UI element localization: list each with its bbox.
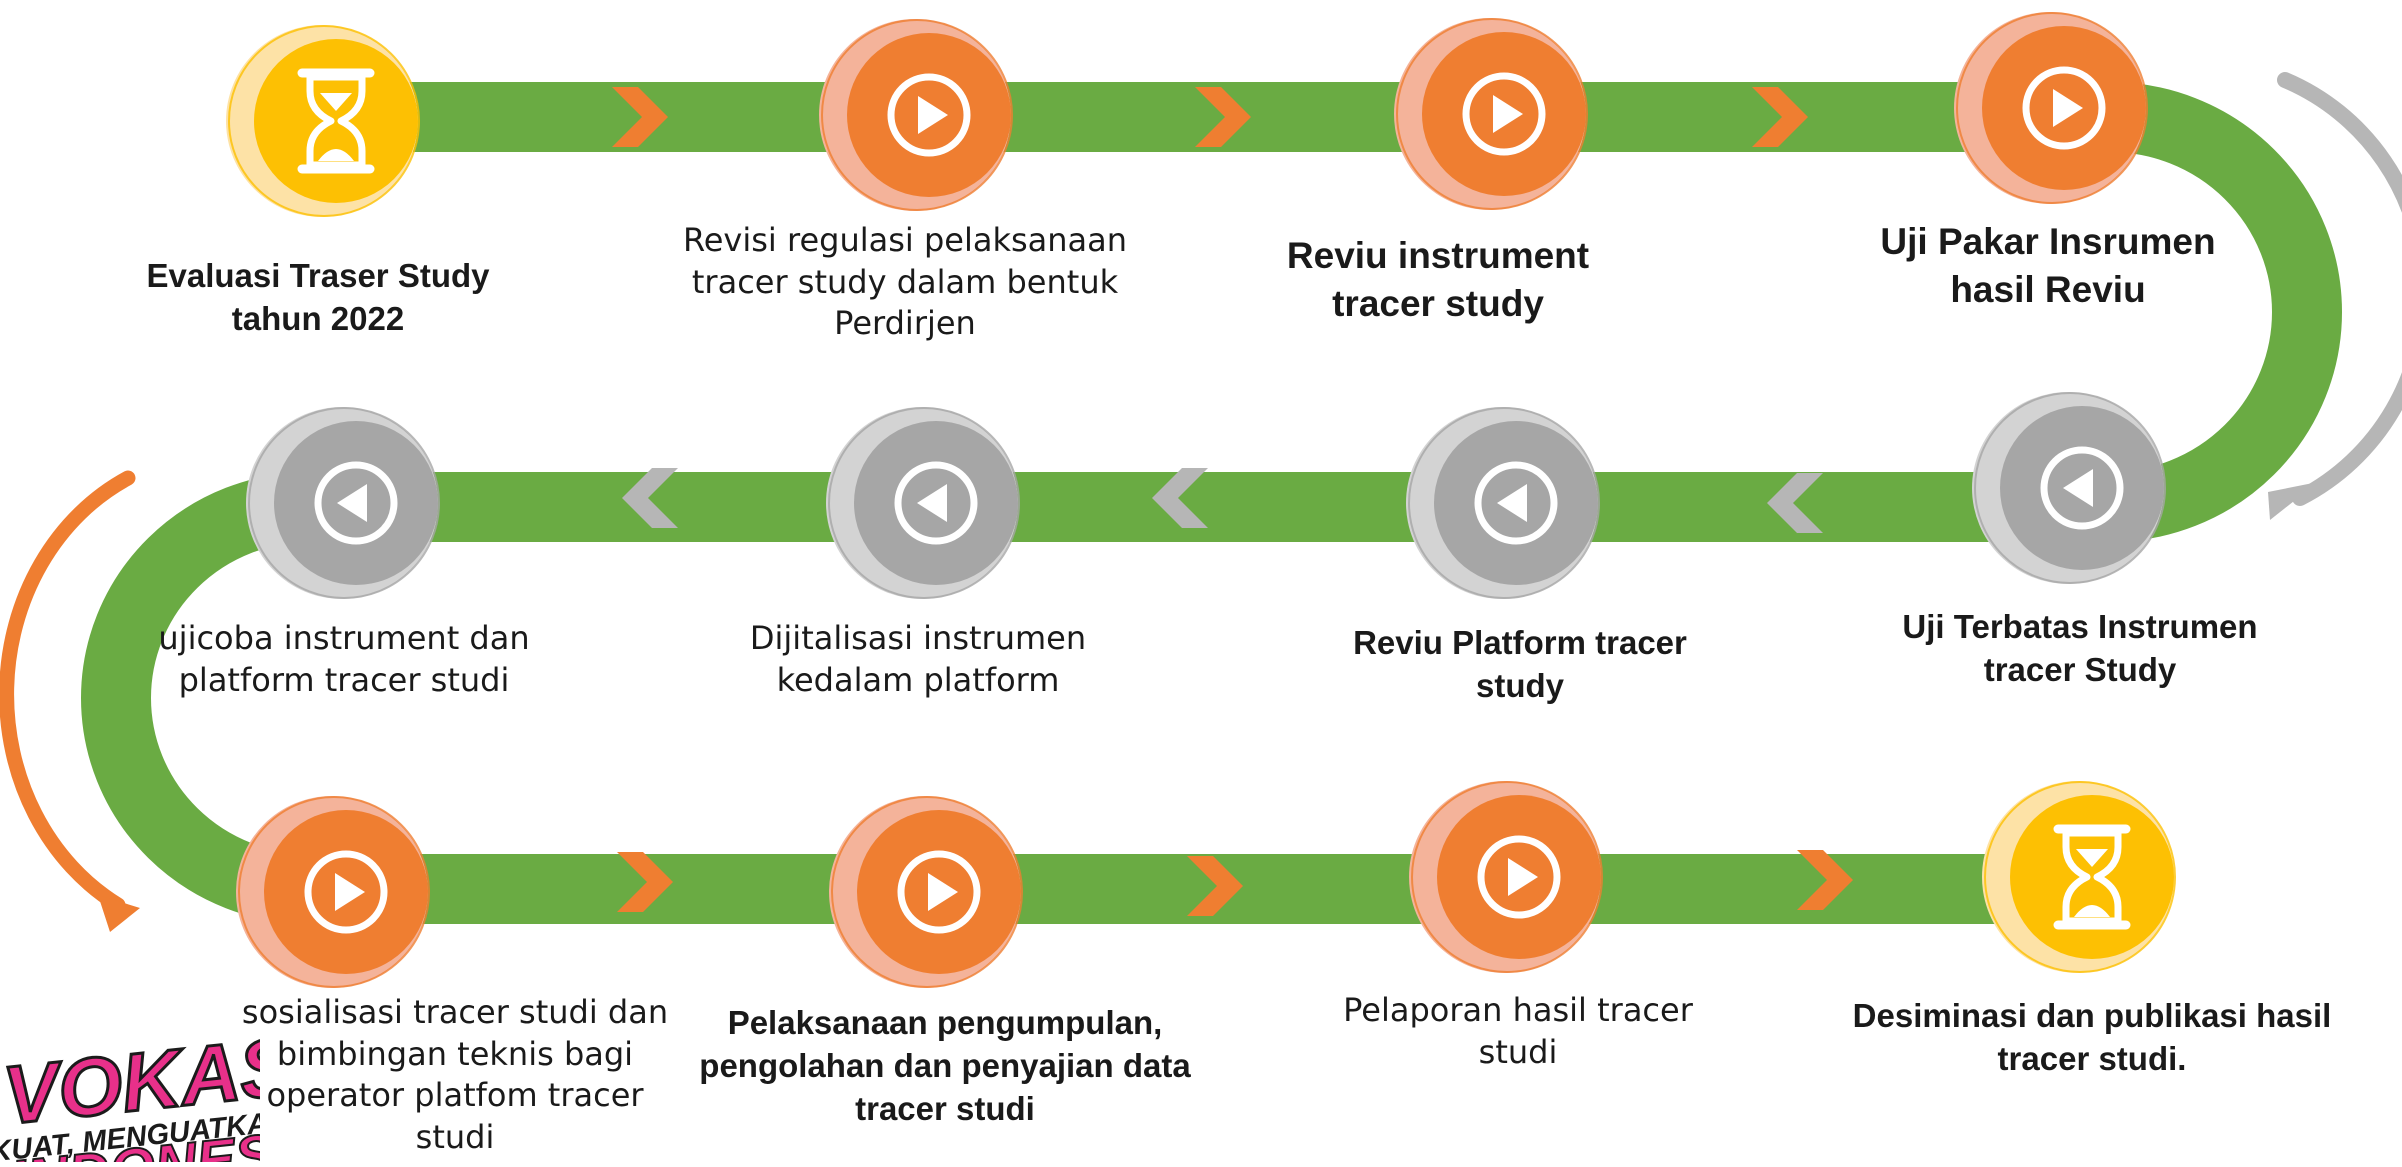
step-label-line: Pelaporan hasil tracer <box>1343 991 1693 1029</box>
chevron-right-icon <box>1195 87 1251 147</box>
reverse-play-icon <box>2040 446 2124 530</box>
step-label-line: Pelaksanaan pengumpulan, <box>727 1004 1163 1041</box>
step-label-line: ujicoba instrument dan <box>158 619 530 657</box>
step-label-3: Reviu instrument tracer study <box>1138 232 1738 328</box>
node-outline <box>1411 781 1603 973</box>
step-label-line: study <box>1475 666 1564 704</box>
step-nodes <box>226 12 2176 988</box>
step-label-line: tracer study dalam bentuk <box>691 262 1119 301</box>
curved-flow-arrows <box>0 72 2402 932</box>
step-node-2 <box>819 19 1013 211</box>
step-label-line: tahun 2022 <box>231 299 405 337</box>
step-node-1 <box>226 25 420 217</box>
play-icon <box>897 850 981 934</box>
chevron-right-icon <box>1752 87 1808 147</box>
node-outline <box>1396 18 1588 210</box>
step-label-4: Uji Pakar Insrumen hasil Reviu <box>1748 218 2348 314</box>
step-node-3 <box>1394 18 1588 210</box>
node-outline <box>828 407 1020 599</box>
step-label-line: hasil Reviu <box>1950 269 2146 311</box>
curved-arrow-right-icon <box>2277 72 2402 506</box>
step-label-line: Evaluasi Traser Study <box>146 257 490 294</box>
step-node-10 <box>829 796 1023 988</box>
step-label-10: Pelaksanaan pengumpulan, pengolahan dan p… <box>645 1002 1245 1131</box>
node-outline <box>1408 407 1600 599</box>
step-label-6: Reviu Platform tracer study <box>1220 622 1820 708</box>
step-label-line: bimbingan teknis bagi <box>276 1034 634 1073</box>
chevron-left-icon <box>622 468 678 528</box>
step-label-line: Desiminasi dan publikasi hasil <box>1852 997 2332 1034</box>
step-label-line: Revisi regulasi pelaksanaan <box>682 221 1128 259</box>
step-node-8 <box>246 407 440 599</box>
play-icon <box>2022 66 2106 150</box>
chevron-right-icon <box>617 852 673 912</box>
step-label-line: operator platfom tracer <box>266 1076 644 1115</box>
node-core <box>254 39 418 203</box>
play-icon <box>1477 835 1561 919</box>
node-outline <box>1956 12 2148 204</box>
step-node-9 <box>236 796 430 988</box>
node-outline <box>1974 392 2166 584</box>
arrowhead-left-icon <box>98 895 140 932</box>
chevron-left-icon <box>1152 468 1208 528</box>
node-outline <box>228 25 420 217</box>
reverse-play-icon <box>894 461 978 545</box>
chevron-left-icon <box>1767 473 1823 533</box>
node-outline <box>248 407 440 599</box>
step-node-6 <box>1406 407 1600 599</box>
step-label-line: kedalam platform <box>776 660 1060 699</box>
chevron-right-icon <box>1797 850 1853 910</box>
step-label-line: tracer studi <box>855 1089 1035 1127</box>
hourglass-icon <box>297 68 375 174</box>
step-node-7 <box>826 407 1020 599</box>
step-node-12 <box>1982 781 2176 973</box>
step-label-5: Uji Terbatas Instrumen tracer Study <box>1780 606 2380 692</box>
step-node-11 <box>1409 781 1603 973</box>
node-outline <box>1984 781 2176 973</box>
step-label-line: pengolahan dan penyajian data <box>699 1046 1191 1084</box>
chevron-right-icon <box>1187 856 1243 916</box>
chevron-right-icon <box>612 87 668 147</box>
step-label-line: studi <box>1478 1032 1558 1071</box>
reverse-play-icon <box>1474 461 1558 545</box>
step-label-line: tracer Study <box>1983 650 2177 688</box>
play-icon <box>1462 72 1546 156</box>
step-node-5 <box>1972 392 2166 584</box>
node-outline <box>238 796 430 988</box>
step-label-12: Desiminasi dan publikasi hasil tracer stu… <box>1792 995 2392 1081</box>
step-label-line: tracer study <box>1332 283 1544 325</box>
arrowhead-right-icon <box>2268 482 2318 520</box>
step-label-line: Uji Terbatas Instrumen <box>1902 608 2258 645</box>
node-core <box>2010 795 2174 959</box>
track-path <box>81 82 2342 924</box>
step-label-line: Reviu Platform tracer <box>1353 624 1687 661</box>
step-node-4 <box>1954 12 2148 204</box>
step-label-line: platform tracer studi <box>178 660 510 699</box>
node-outline <box>821 19 1013 211</box>
play-icon <box>304 850 388 934</box>
step-label-line: sosialisasi tracer studi dan <box>241 993 669 1031</box>
step-label-line: Uji Pakar Insrumen <box>1880 221 2216 262</box>
step-label-line: Dijitalisasi instrumen <box>749 619 1087 657</box>
reverse-play-icon <box>314 461 398 545</box>
node-outline <box>831 796 1023 988</box>
play-icon <box>887 73 971 157</box>
curved-arrow-left-icon <box>0 470 136 913</box>
direction-chevrons <box>612 87 1853 916</box>
step-label-line: studi <box>415 1117 495 1156</box>
step-label-1: Evaluasi Traser Study tahun 2022 <box>18 255 618 341</box>
step-label-line: Reviu instrument <box>1286 235 1590 276</box>
step-label-line: tracer studi. <box>1997 1039 2187 1077</box>
step-label-line: Perdirjen <box>834 304 976 343</box>
green-track <box>81 82 2342 924</box>
hourglass-icon <box>2053 824 2131 930</box>
